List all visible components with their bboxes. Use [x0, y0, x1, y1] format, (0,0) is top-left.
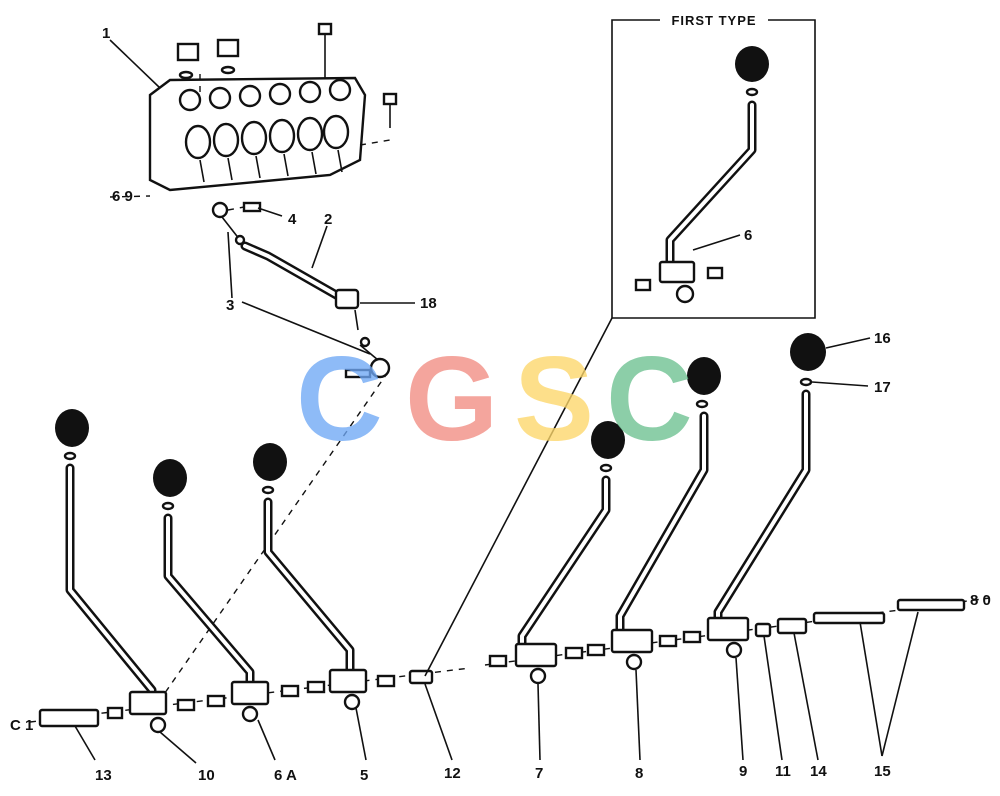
watermark: C G S C [296, 332, 693, 466]
inset-frame [611, 19, 816, 319]
callout-17: 17 [874, 379, 891, 396]
svg-text:6 9: 6 9 [112, 188, 133, 205]
callout-5: 5 [360, 767, 368, 784]
rod-end-eye [369, 357, 391, 379]
shaft-15b [896, 598, 966, 612]
lever-block-10 [128, 690, 168, 716]
watermark-letter-s: S [514, 332, 594, 466]
watermark-letter-c2: C [606, 332, 693, 466]
pivot-eye-10 [149, 716, 167, 734]
rod-end-bolt [344, 368, 372, 379]
callout-2: 2 [324, 211, 332, 228]
pivot-eye-8 [625, 653, 643, 671]
callout-6a: 6 A [274, 767, 297, 784]
callout-6: 6 [744, 227, 752, 244]
callout-3: 3 [226, 297, 234, 314]
knob-lever-6a [153, 459, 187, 497]
lever-block-6a [230, 680, 270, 706]
lever-block-7 [514, 642, 558, 668]
watermark-letter-g: G [405, 332, 498, 466]
callout-8: 8 [635, 765, 643, 782]
inset-pivot-eye [675, 284, 695, 304]
shaft-tube-13 [38, 708, 100, 728]
knob-lever-8 [687, 357, 721, 395]
leader-lines [74, 39, 919, 764]
callout-15: 15 [874, 763, 891, 780]
callout-13: 13 [95, 767, 112, 784]
linkage-clevis [211, 201, 229, 219]
lever-group-right: 8 0 C 1 [10, 333, 991, 734]
inset-washer [745, 87, 759, 97]
control-valve-assembly: 6 9 [109, 22, 398, 246]
linkage-rod [240, 241, 391, 379]
svg-text:8 0: 8 0 [970, 592, 991, 609]
callout-11: 11 [775, 763, 791, 780]
shaft-15a [812, 611, 886, 625]
spacer-11 [754, 622, 772, 638]
knob-lever-5 [253, 443, 287, 481]
inset-knob [735, 46, 769, 82]
inset-lever-block [658, 260, 696, 284]
callout-7: 7 [535, 765, 543, 782]
pivot-eye-7 [529, 667, 547, 685]
lever-block-5 [328, 668, 368, 694]
svg-text:C 1: C 1 [10, 717, 33, 734]
spacer-14 [776, 617, 808, 635]
callouts: 1 2 3 4 18 6 16 17 13 10 6 A 5 12 7 8 9 … [95, 25, 891, 784]
callout-10: 10 [198, 767, 215, 784]
shaft-spacer-12 [408, 669, 434, 685]
callout-9: 9 [739, 763, 747, 780]
callout-1: 1 [102, 25, 110, 42]
knob-lever-9 [790, 333, 826, 371]
pivot-eye-9 [725, 641, 743, 659]
lever-block-9 [706, 616, 750, 642]
rod-adjuster [334, 288, 360, 310]
valve-sections [178, 78, 352, 183]
inset-title: FIRST TYPE [671, 13, 756, 28]
plug-left [176, 42, 200, 62]
first-type-inset: FIRST TYPE [611, 13, 816, 319]
linkage-pin [242, 201, 262, 213]
knob-lever-10 [55, 409, 89, 447]
knob-lever-7 [591, 421, 625, 459]
washer-17 [799, 377, 813, 387]
inset-spacer-left [634, 278, 652, 292]
callout-18: 18 [420, 295, 437, 312]
watermark-letter-c1: C [296, 332, 383, 466]
callout-4: 4 [288, 211, 297, 228]
pivot-eye-6a [241, 705, 259, 723]
pivot-eye-5 [343, 693, 361, 711]
lever-block-8 [610, 628, 654, 654]
callout-14: 14 [810, 763, 827, 780]
inset-spacer-right [706, 266, 724, 280]
callout-16: 16 [874, 330, 891, 347]
lever-group-left [38, 409, 434, 734]
callout-12: 12 [444, 765, 461, 782]
plug-right [216, 38, 240, 58]
